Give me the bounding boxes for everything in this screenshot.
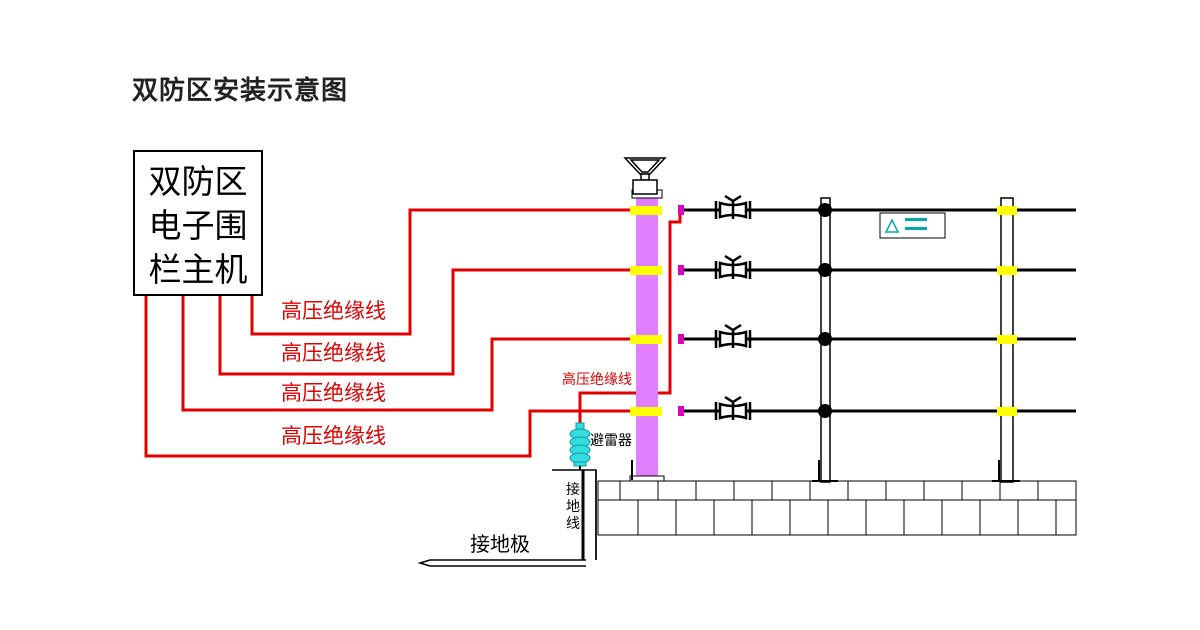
ground-wire-label: 接地线 [566, 481, 580, 532]
host-label-line-1: 双防区 [148, 162, 248, 201]
wire-label-4: 高压绝缘线 [281, 424, 386, 448]
host-controller-box: 双防区 电子围 栏主机 [133, 150, 263, 296]
ground-wire [552, 466, 597, 560]
siren-icon [623, 157, 667, 195]
hv-wires [144, 208, 682, 458]
wire-label-2: 高压绝缘线 [281, 341, 386, 365]
host-label-line-3: 栏主机 [148, 250, 248, 289]
fence-wires [682, 208, 1076, 413]
diagram-title: 双防区安装示意图 [132, 76, 349, 106]
arrester-wire-label: 高压绝缘线 [562, 371, 632, 388]
hv-wire-2 [218, 268, 632, 376]
hv-wire-4 [144, 296, 632, 458]
hv-wire-1 [250, 208, 632, 336]
post-insulators [630, 206, 662, 416]
brick-wall [597, 480, 1077, 536]
lightning-arrester-icon [569, 422, 591, 467]
wire-connectors [678, 205, 684, 416]
wire-label-3: 高压绝缘线 [281, 381, 386, 405]
ground-rod [417, 559, 586, 567]
wire-label-1: 高压绝缘线 [281, 299, 386, 323]
intermediate-post [812, 197, 838, 483]
warning-sign [879, 212, 946, 239]
arrester-label: 避雷器 [590, 433, 632, 449]
arrester-hv-wire [578, 210, 682, 424]
hv-wire-3 [181, 296, 632, 412]
end-post [992, 197, 1020, 483]
ground-rod-label: 接地极 [470, 532, 530, 556]
host-label-line-2: 电子围 [148, 206, 248, 245]
wire-tensioners [714, 194, 752, 420]
